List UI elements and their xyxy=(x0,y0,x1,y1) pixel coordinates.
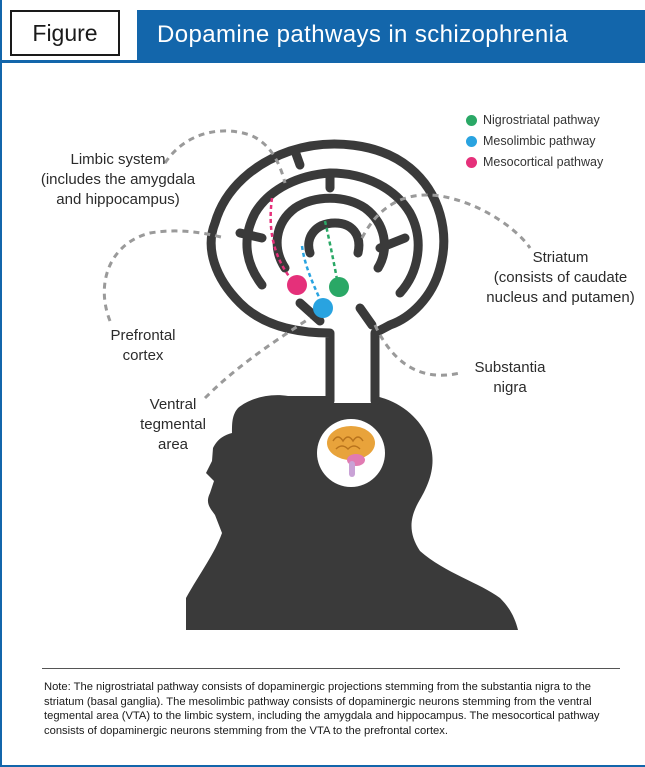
mesolimbic-node xyxy=(313,298,333,318)
mesocortical-node xyxy=(287,275,307,295)
pathway-legend: Nigrostriatal pathway Mesolimbic pathway… xyxy=(466,110,603,173)
nigrostriatal-node xyxy=(329,277,349,297)
figure-note: Note: The nigrostriatal pathway consists… xyxy=(44,681,600,737)
note-divider xyxy=(42,668,620,669)
legend-item-mesocortical: Mesocortical pathway xyxy=(466,152,603,172)
legend-item-mesolimbic: Mesolimbic pathway xyxy=(466,131,603,151)
mesocortical-path xyxy=(269,197,297,286)
dopamine-pathway-diagram xyxy=(102,129,532,630)
label-ventral-tegmental-area: Ventral tegmental area xyxy=(140,396,206,453)
header-rule xyxy=(0,60,645,63)
brain-icon xyxy=(327,426,375,477)
legend-dot-pink xyxy=(466,156,477,168)
maze-brain xyxy=(206,139,449,406)
nigrostriatal-path xyxy=(323,220,340,286)
head-silhouette xyxy=(186,395,518,630)
label-prefrontal-cortex: Prefrontal cortex xyxy=(110,327,176,364)
figure-title: Dopamine pathways in schizophrenia xyxy=(137,10,645,60)
label-substantia-nigra: Substantia nigra xyxy=(474,359,546,396)
legend-item-nigrostriatal: Nigrostriatal pathway xyxy=(466,110,603,130)
figure-label: Figure xyxy=(10,10,120,56)
label-striatum: Striatum (consists of caudate nucleus an… xyxy=(486,249,635,306)
legend-dot-green xyxy=(466,114,477,126)
label-limbic-system: Limbic system (includes the amygdala and… xyxy=(40,151,196,208)
legend-dot-blue xyxy=(466,135,477,147)
leader-lines xyxy=(102,129,532,400)
